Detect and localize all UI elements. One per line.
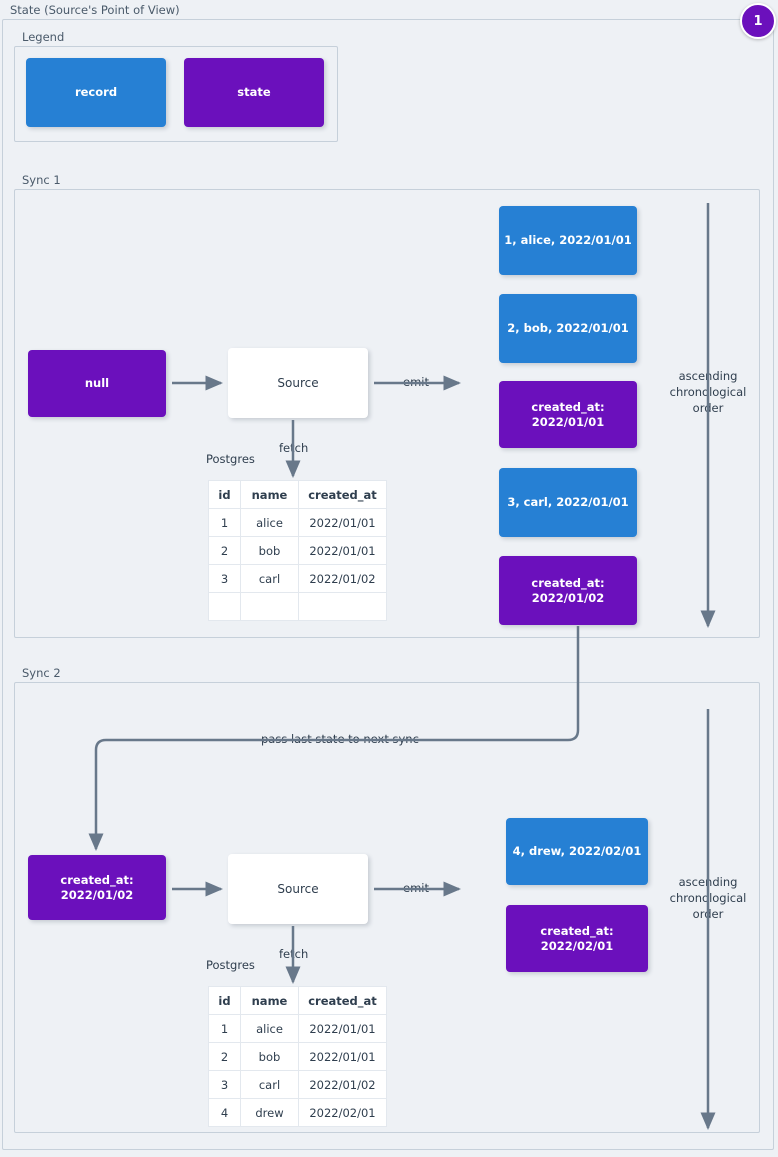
- table-header-row: id name created_at: [208, 480, 387, 509]
- table-row: 3 carl 2022/01/02: [208, 1070, 387, 1099]
- cell-name: bob: [240, 1042, 299, 1071]
- table-row: [208, 592, 387, 621]
- column-header-name: name: [240, 480, 299, 509]
- state-key: created_at:: [531, 575, 605, 590]
- cell-id: 4: [208, 1098, 241, 1127]
- cell-name: alice: [240, 1014, 299, 1043]
- cell-id: 3: [208, 564, 241, 593]
- table-row: 1 alice 2022/01/01: [208, 1014, 387, 1043]
- sync1-source-node: Source: [228, 348, 368, 418]
- table-row: 2 bob 2022/01/01: [208, 1042, 387, 1071]
- cell-created-at: 2022/01/01: [298, 1042, 387, 1071]
- sync1-title: Sync 1: [22, 173, 61, 187]
- state-key: created_at:: [60, 872, 134, 887]
- sync1-input-state-node: null: [28, 350, 166, 417]
- cell-created-at: 2022/01/01: [298, 1014, 387, 1043]
- table-header-row: id name created_at: [208, 986, 387, 1015]
- cell-name: alice: [240, 508, 299, 537]
- cell-id: 2: [208, 536, 241, 565]
- sync1-emitted-state-2: created_at: 2022/01/02: [499, 556, 637, 625]
- cell-created-at: 2022/02/01: [298, 1098, 387, 1127]
- sync1-postgres-label: Postgres: [206, 452, 255, 466]
- cell-name: [240, 592, 299, 621]
- cell-name: bob: [240, 536, 299, 565]
- diagram-outer-box: [2, 19, 774, 1150]
- cell-id: 2: [208, 1042, 241, 1071]
- legend-title: Legend: [22, 30, 65, 44]
- legend-box: [14, 46, 338, 142]
- sync2-postgres-table: id name created_at 1 alice 2022/01/01 2 …: [208, 986, 387, 1127]
- sync1-emitted-record-2: 2, bob, 2022/01/01: [499, 294, 637, 363]
- cell-id: 3: [208, 1070, 241, 1099]
- pass-state-label: pass last state to next sync: [259, 732, 421, 746]
- diagram-title: State (Source's Point of View): [10, 3, 180, 17]
- sync2-emitted-state-1: created_at: 2022/02/01: [506, 905, 648, 972]
- state-value: 2022/01/01: [531, 414, 605, 429]
- diagram-outer-frame: State (Source's Point of View): [2, 3, 774, 1150]
- cell-id: 1: [208, 1014, 241, 1043]
- sync1-emitted-record-3: 3, carl, 2022/01/01: [499, 468, 637, 537]
- column-header-id: id: [208, 986, 241, 1015]
- sync2-postgres-label: Postgres: [206, 958, 255, 972]
- state-key: created_at:: [531, 399, 605, 414]
- column-header-name: name: [240, 986, 299, 1015]
- state-value: 2022/02/01: [540, 938, 614, 953]
- sync2-emitted-record-1: 4, drew, 2022/02/01: [506, 818, 648, 885]
- state-value: 2022/01/02: [60, 887, 134, 902]
- legend-record-swatch: record: [26, 58, 166, 127]
- table-row: 4 drew 2022/02/01: [208, 1098, 387, 1127]
- sync2-emit-label: emit: [401, 881, 431, 895]
- cell-name: carl: [240, 1070, 299, 1099]
- state-key: created_at:: [540, 923, 614, 938]
- cell-created-at: 2022/01/01: [298, 536, 387, 565]
- cell-created-at: 2022/01/02: [298, 564, 387, 593]
- cell-created-at: [298, 592, 387, 621]
- column-header-created-at: created_at: [298, 986, 387, 1015]
- sync2-order-caption: ascending chronological order: [662, 874, 754, 922]
- sync1-emitted-state-1: created_at: 2022/01/01: [499, 381, 637, 448]
- cell-id: 1: [208, 508, 241, 537]
- column-header-created-at: created_at: [298, 480, 387, 509]
- legend-group: Legend: [14, 30, 338, 142]
- state-value: 2022/01/02: [531, 590, 605, 605]
- sync1-order-caption: ascending chronological order: [662, 368, 754, 416]
- sync2-fetch-label: fetch: [277, 947, 311, 961]
- table-row: 3 carl 2022/01/02: [208, 564, 387, 593]
- cell-name: drew: [240, 1098, 299, 1127]
- sync2-input-state-node: created_at: 2022/01/02: [28, 855, 166, 920]
- sync1-emit-label: emit: [401, 375, 431, 389]
- table-row: 1 alice 2022/01/01: [208, 508, 387, 537]
- cell-name: carl: [240, 564, 299, 593]
- sync1-fetch-label: fetch: [277, 441, 311, 455]
- column-header-id: id: [208, 480, 241, 509]
- sync2-title: Sync 2: [22, 666, 61, 680]
- cell-created-at: 2022/01/02: [298, 1070, 387, 1099]
- sync1-emitted-record-1: 1, alice, 2022/01/01: [499, 206, 637, 275]
- cell-id: [208, 592, 241, 621]
- sync1-postgres-table: id name created_at 1 alice 2022/01/01 2 …: [208, 480, 387, 621]
- cell-created-at: 2022/01/01: [298, 508, 387, 537]
- step-badge[interactable]: 1: [740, 3, 776, 39]
- sync2-source-node: Source: [228, 854, 368, 924]
- legend-state-swatch: state: [184, 58, 324, 127]
- table-row: 2 bob 2022/01/01: [208, 536, 387, 565]
